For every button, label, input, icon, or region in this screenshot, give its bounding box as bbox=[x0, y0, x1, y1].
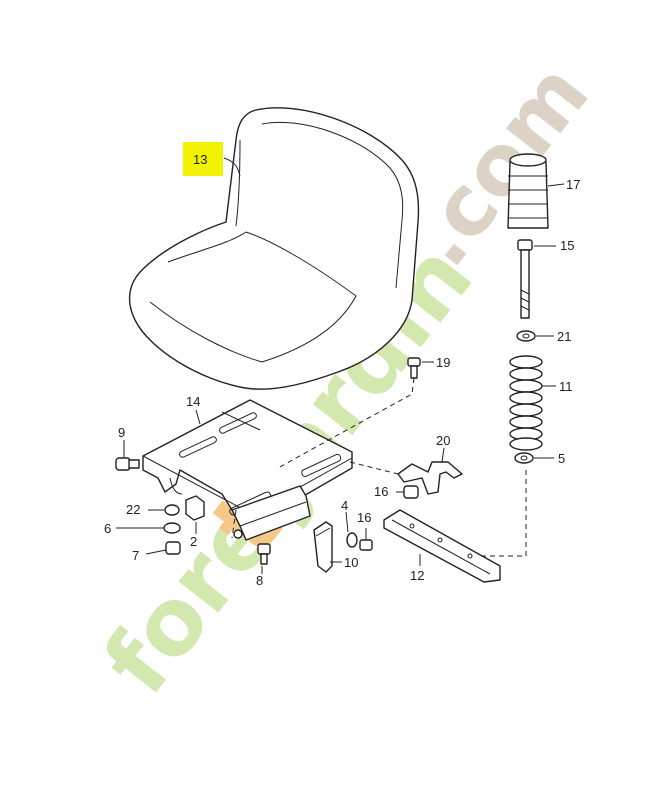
callout-10[interactable]: 10 bbox=[344, 555, 358, 570]
assembly-line-bracket bbox=[231, 509, 237, 539]
callout-5[interactable]: 5 bbox=[558, 451, 565, 466]
assembly-line-spring bbox=[478, 470, 527, 557]
spring-part-11 bbox=[509, 355, 543, 451]
callout-20[interactable]: 20 bbox=[436, 433, 450, 448]
bracket-part-20 bbox=[397, 461, 463, 495]
callout-13[interactable]: 13 bbox=[193, 152, 207, 167]
washer-part-4 bbox=[346, 532, 358, 548]
rail-bracket bbox=[231, 485, 311, 541]
callout-13-highlight bbox=[183, 142, 223, 176]
bolt-part-9 bbox=[115, 457, 140, 471]
callout-12[interactable]: 12 bbox=[410, 568, 424, 583]
callout-6[interactable]: 6 bbox=[104, 521, 111, 536]
assembly-line-19 bbox=[277, 377, 415, 469]
callout-19[interactable]: 19 bbox=[436, 355, 450, 370]
callout-15[interactable]: 15 bbox=[560, 238, 574, 253]
nut-part-16b bbox=[359, 539, 373, 551]
callout-2[interactable]: 2 bbox=[190, 534, 197, 549]
washer-part-6 bbox=[163, 522, 181, 534]
callout-8[interactable]: 8 bbox=[256, 573, 263, 588]
callout-16a[interactable]: 16 bbox=[374, 484, 388, 499]
leader-lines bbox=[116, 157, 565, 574]
bolt-part-15 bbox=[517, 239, 533, 319]
bolt-part-8 bbox=[257, 543, 271, 565]
callout-7[interactable]: 7 bbox=[132, 548, 139, 563]
slide-rail-part-12 bbox=[383, 509, 501, 583]
washer-part-22 bbox=[164, 504, 180, 516]
callout-21[interactable]: 21 bbox=[557, 329, 571, 344]
boot-part-17 bbox=[507, 153, 549, 229]
callout-22[interactable]: 22 bbox=[126, 502, 140, 517]
washer-part-21 bbox=[516, 330, 536, 342]
callout-4[interactable]: 4 bbox=[341, 498, 348, 513]
callout-11[interactable]: 11 bbox=[559, 379, 573, 394]
lever-part-10 bbox=[313, 521, 333, 573]
callout-17[interactable]: 17 bbox=[566, 177, 580, 192]
callout-16b[interactable]: 16 bbox=[357, 510, 371, 525]
bolt-part-7 bbox=[165, 541, 181, 555]
seat-part-13 bbox=[128, 107, 420, 390]
nut-part-2 bbox=[185, 495, 205, 521]
callout-9[interactable]: 9 bbox=[118, 425, 125, 440]
washer-part-5 bbox=[514, 452, 534, 464]
callout-14[interactable]: 14 bbox=[186, 394, 200, 409]
nut-part-16a bbox=[403, 485, 419, 499]
watermark-text-com: .com bbox=[391, 45, 608, 284]
